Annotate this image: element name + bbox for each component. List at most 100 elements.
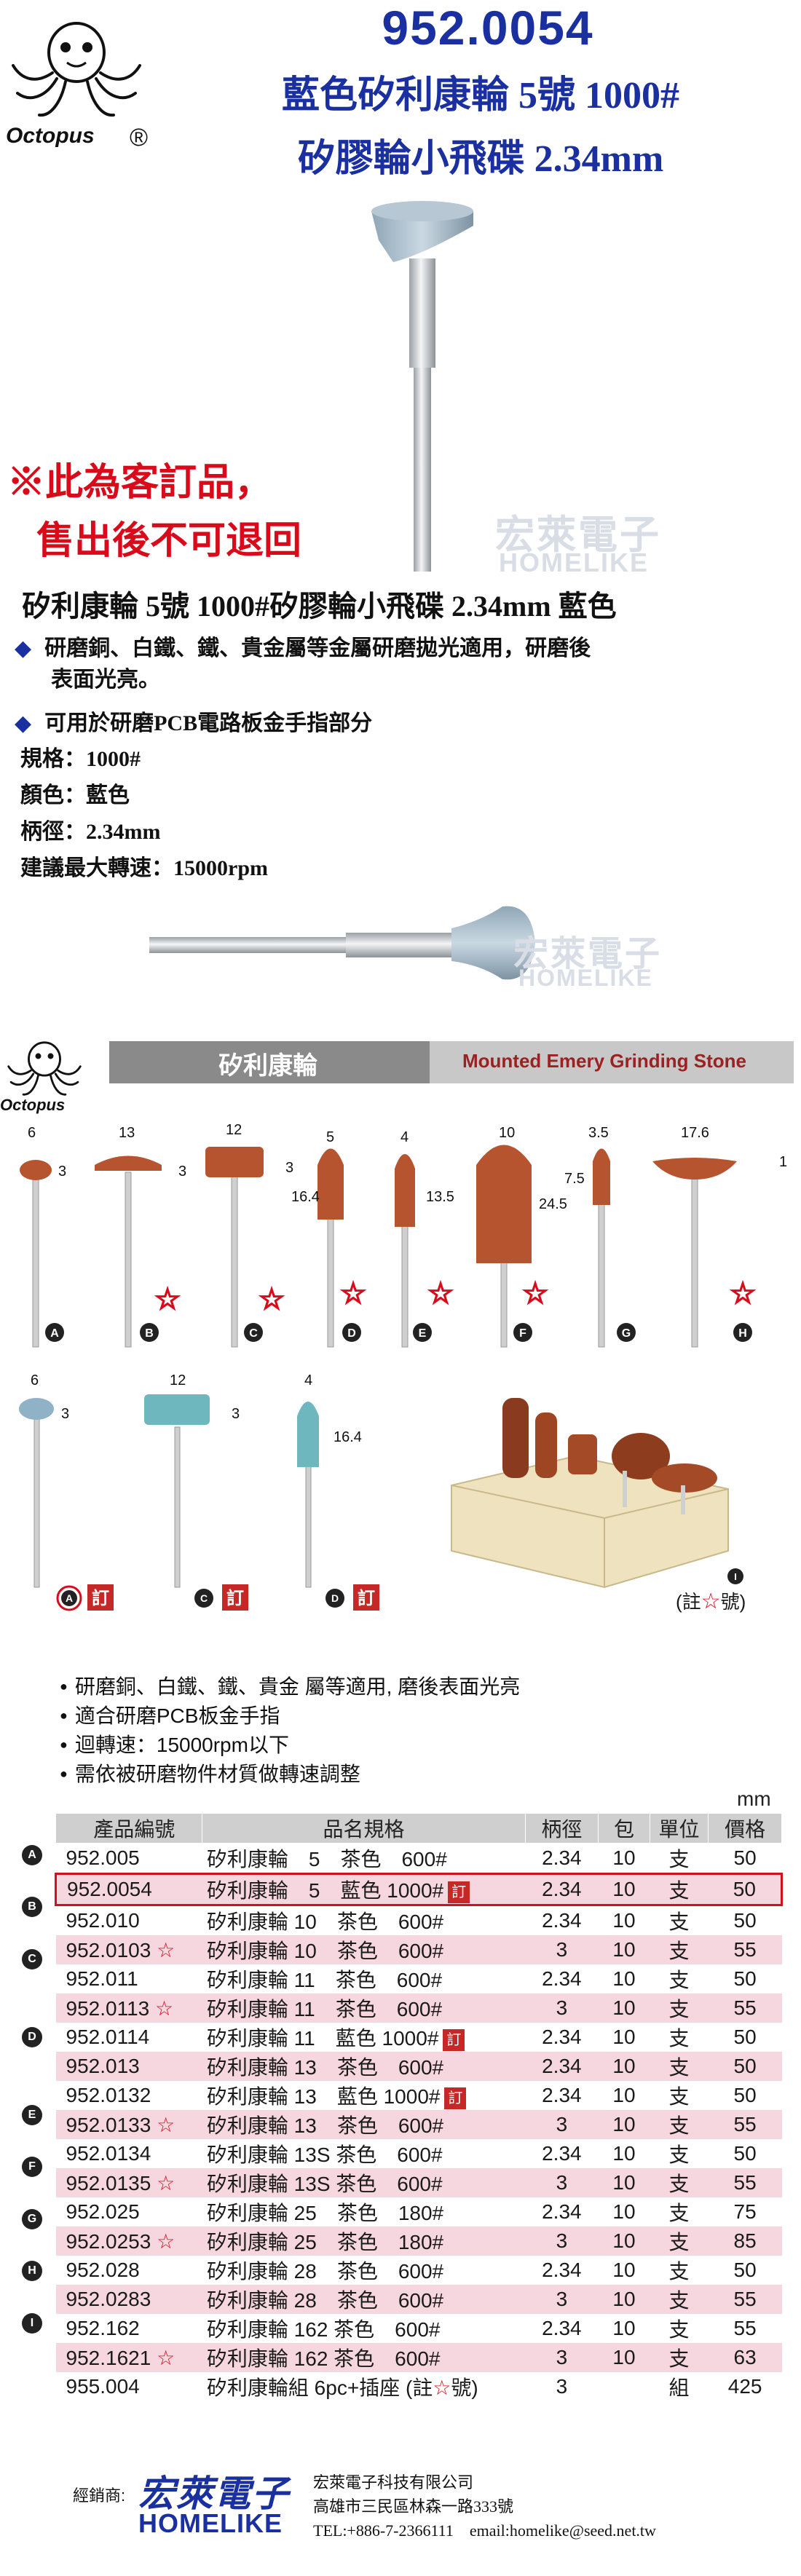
svg-text:6: 6 (31, 1372, 39, 1388)
cell-unit: 支 (650, 2314, 709, 2343)
svg-text:F: F (519, 1327, 526, 1340)
cell-unit: 支 (650, 2139, 709, 2168)
cell-price-text: 55 (733, 2113, 757, 2136)
cell-unit-text: 支 (668, 2318, 690, 2341)
cell-pack-text: 10 (612, 2288, 636, 2310)
cell-code-text: 952.0134 (66, 2142, 151, 2165)
cell-diameter: 3 (525, 2110, 599, 2139)
cell-code-text: 952.1621 (66, 2346, 151, 2369)
watermark-cn-2: 宏萊電子 (513, 935, 663, 973)
cell-name: 矽利康輪 13 茶色 600# (202, 2052, 526, 2081)
cell-name: 矽利康輪 13 茶色 600# (202, 2110, 526, 2139)
cell-code-text: 952.0114 (66, 2026, 150, 2048)
cell-code: 952.013 (55, 2052, 202, 2081)
row-marker: B (22, 1897, 42, 1918)
cell-unit: 支 (650, 2023, 709, 2052)
cell-unit-text: 支 (668, 2027, 690, 2050)
star-icon: ☆ (427, 1277, 454, 1311)
letter-marker (45, 1323, 64, 1342)
order-tag (87, 1584, 114, 1611)
row-marker: F (22, 2157, 42, 2178)
cell-code-text: 952.0054 (67, 1878, 152, 1900)
cell-unit: 支 (650, 2227, 709, 2256)
cell-pack-text: 10 (612, 2026, 636, 2048)
cell-pack: 10 (598, 2139, 650, 2168)
cell-code: 952.028 (55, 2256, 202, 2285)
warning-line-1: ※此為客訂品， (7, 462, 273, 504)
row-marker: E (22, 2105, 42, 2125)
cell-diameter-text: 2.34 (542, 1967, 582, 1990)
row-marker: D (22, 2026, 42, 2047)
cell-price-text: 50 (733, 1909, 757, 1932)
cell-diameter-text: 3 (556, 2288, 568, 2310)
letter-marker (342, 1323, 361, 1342)
cell-code: 952.1621 ☆ (55, 2343, 202, 2372)
cell-code: 952.010 (55, 1905, 202, 1935)
svg-text:E: E (419, 1327, 427, 1340)
svg-text:G: G (622, 1327, 631, 1340)
cell-price: 50 (708, 1905, 782, 1935)
cell-price-text: 425 (727, 2375, 762, 2398)
cell-unit: 支 (650, 1873, 709, 1906)
cell-diameter: 3 (525, 2343, 599, 2372)
description-title: 矽利康輪 5號 1000#矽膠輪小飛碟 2.34mm 藍色 (22, 590, 617, 623)
cell-code: 952.0253 ☆ (55, 2227, 202, 2256)
feature-2: 適合研磨PCB板金手指 (60, 1700, 280, 1729)
cell-code-text: 952.0135 (66, 2171, 151, 2194)
star-icon: ☆ (259, 1283, 285, 1316)
dim-label: 5 (326, 1129, 334, 1145)
table-header-row: 產品編號 品名規格 柄徑 包 單位 價格 (55, 1813, 782, 1844)
cell-code-text: 952.0132 (66, 2084, 151, 2106)
cell-name: 矽利康輪 13 藍色 1000#訂 (202, 2081, 526, 2110)
cell-pack: 10 (598, 2343, 650, 2372)
cell-diameter: 2.34 (525, 2023, 599, 2052)
cell-unit: 支 (650, 2052, 709, 2081)
svg-text:A: A (50, 1327, 59, 1340)
cell-price: 50 (708, 2139, 782, 2168)
cell-pack: 10 (598, 2227, 650, 2256)
dim-label: 3 (285, 1160, 293, 1176)
cell-diameter: 3 (525, 1994, 599, 2023)
cell-diameter: 2.34 (525, 1905, 599, 1935)
cell-unit: 支 (650, 2343, 709, 2372)
star-icon: ☆ (522, 1277, 548, 1311)
spec-grit: 規格：1000# (20, 747, 141, 771)
cell-price-text: 50 (733, 2026, 757, 2048)
dim-label: 4 (400, 1129, 409, 1145)
cell-name-text: 矽利康輪 28 茶色 600# (206, 2289, 444, 2312)
star-icon: ☆ (701, 1589, 721, 1613)
feature-1: 研磨銅、白鐵、鐵、貴金 屬等適用, 磨後表面光亮 (60, 1671, 520, 1700)
catalog-header-bar-dark (109, 1041, 430, 1083)
cell-name: 矽利康輪 10 茶色 600# (202, 1905, 526, 1935)
cell-name: 矽利康輪 5 茶色 600# (202, 1843, 526, 1874)
svg-text:B: B (145, 1327, 154, 1340)
cell-diameter-text: 2.34 (542, 1878, 582, 1900)
cell-price-text: 55 (733, 2288, 757, 2310)
cell-code-text: 952.025 (66, 2200, 140, 2223)
star-icon: ☆ (340, 1277, 366, 1311)
cell-diameter-text: 3 (556, 2171, 568, 2194)
cell-unit: 組 (650, 2372, 709, 2401)
row-marker: G (22, 2208, 42, 2229)
svg-text:A: A (66, 1592, 73, 1604)
cell-diameter: 3 (525, 2227, 599, 2256)
cell-code: 952.0113 ☆ (55, 1994, 202, 2023)
title-line-1: 藍色矽利康輪 5號 1000# (281, 75, 679, 116)
cell-pack-text: 10 (612, 2171, 636, 2194)
cell-code: 952.0283 (55, 2285, 202, 2314)
cell-unit: 支 (650, 2081, 709, 2110)
order-tag: 訂 (443, 2028, 465, 2051)
star-icon: ☆ (151, 2171, 175, 2194)
cell-unit-text: 組 (668, 2377, 690, 2399)
row-marker: C (22, 1948, 42, 1969)
cell-pack-text: 10 (612, 2200, 636, 2223)
svg-text:16.4: 16.4 (334, 1429, 362, 1445)
cell-diameter-text: 2.34 (542, 2055, 582, 2077)
cell-unit: 支 (650, 1964, 709, 1994)
svg-text:I: I (734, 1571, 737, 1582)
svg-text:3: 3 (61, 1406, 69, 1422)
cell-pack-text: 10 (612, 2055, 636, 2077)
